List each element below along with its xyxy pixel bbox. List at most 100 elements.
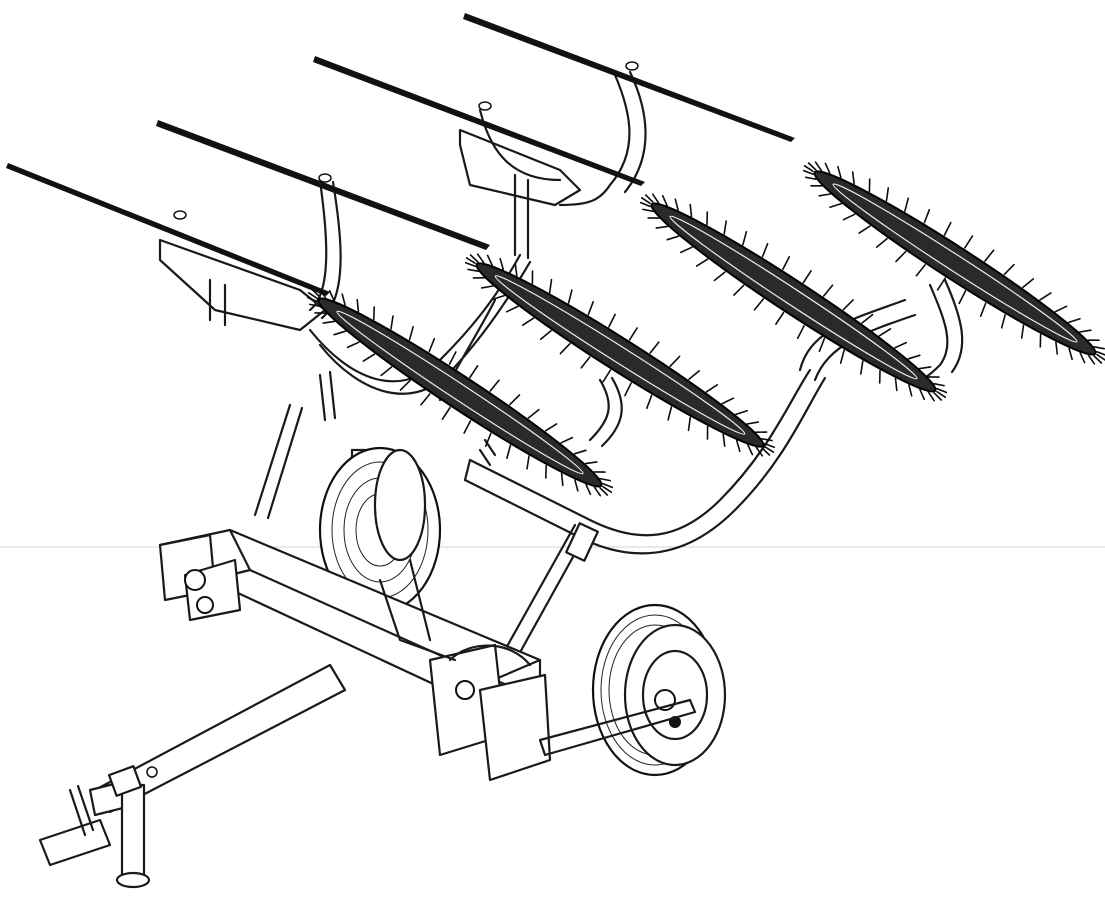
rake-tooth — [859, 360, 864, 375]
rake-tooth — [1022, 278, 1035, 289]
rake-tooth — [907, 354, 921, 360]
tow-tongue — [38, 663, 347, 889]
rake-tooth — [480, 285, 494, 289]
rake-tooth — [936, 390, 947, 399]
rake-tooth — [1055, 341, 1059, 355]
rake-tooth — [723, 220, 728, 235]
rake-tooth — [333, 330, 347, 336]
rake-tooth — [927, 391, 936, 402]
rake-tooth — [894, 377, 898, 392]
rake-tooth — [362, 353, 376, 362]
rake-tooth — [1093, 345, 1105, 350]
rake-tooth — [318, 288, 327, 299]
rake-tooth — [593, 486, 602, 497]
rake-tooth — [539, 329, 552, 341]
rake-wheels — [306, 161, 1105, 497]
rake-tooth — [420, 393, 431, 406]
rake-tooth — [746, 443, 754, 456]
rake-wheel-disc — [475, 262, 765, 448]
rake-tooth — [548, 278, 553, 294]
rake-tooth — [1003, 263, 1015, 276]
rake-tooth — [733, 284, 745, 296]
rake-tooth — [814, 161, 823, 172]
rake-tooth — [560, 436, 574, 444]
rake-tooth — [544, 423, 558, 432]
rake-tooth — [918, 366, 932, 370]
rake-tooth — [628, 327, 638, 341]
chassis-axle — [158, 528, 552, 782]
rake-wheel-2 — [464, 253, 776, 457]
rake-tooth — [649, 341, 660, 354]
rake-wheel-hub — [494, 275, 746, 435]
rake-tooth — [441, 406, 451, 421]
rake-tooth — [713, 271, 726, 282]
rake-tooth — [642, 208, 654, 213]
tine-bar-1 — [6, 163, 330, 296]
rake-tooth — [933, 392, 943, 401]
rake-tooth — [651, 193, 660, 204]
rake-tooth — [1096, 353, 1105, 361]
rake-tooth — [574, 479, 579, 492]
rake-tooth — [829, 202, 843, 208]
rake-tooth — [705, 383, 719, 393]
rake-tooth — [311, 289, 321, 298]
rake-tooth — [908, 384, 913, 397]
rake-tooth — [328, 289, 335, 302]
rake-tooth — [463, 419, 472, 434]
rake-tooth — [645, 394, 653, 410]
rake-tooth — [760, 437, 773, 442]
rake-tooth — [1087, 354, 1096, 365]
rake-tooth — [448, 351, 457, 366]
rake-tooth — [919, 388, 926, 401]
rake-tooth — [818, 337, 826, 353]
rake-tooth — [842, 299, 854, 311]
rake-tooth — [936, 387, 948, 394]
rake-tooth — [858, 225, 871, 234]
rake-tooth — [428, 337, 436, 353]
tine-bar-2 — [156, 120, 490, 250]
rake-tooth — [796, 324, 805, 340]
rake-tooth — [390, 315, 394, 330]
rake-tooth — [341, 293, 346, 306]
rake-tooth — [721, 397, 735, 405]
rake-tooth — [782, 255, 791, 271]
rake-tooth — [837, 165, 842, 179]
rake-tooth — [464, 261, 477, 268]
rake-tooth — [746, 421, 760, 425]
rake-tooth — [666, 235, 680, 241]
rake-tooth — [624, 382, 632, 397]
rake-tooth — [936, 277, 947, 291]
rake-tooth — [508, 394, 521, 406]
rake-tooth — [527, 408, 540, 419]
rake-wheel-hub — [336, 310, 584, 475]
rake-tooth — [560, 472, 564, 487]
rake-tooth — [688, 369, 701, 381]
rake-tooth — [824, 162, 831, 175]
rake-tooth — [818, 193, 832, 197]
rake-tooth — [1067, 317, 1081, 324]
rake-tooth — [476, 253, 485, 264]
rake-tooth — [484, 432, 492, 448]
rake-tooth — [380, 366, 393, 377]
rake-tooth — [878, 328, 892, 337]
rake-wheel-disc — [650, 202, 937, 393]
rake-tooth — [895, 250, 907, 263]
rake-tooth — [761, 242, 769, 258]
rake-tooth — [465, 257, 476, 265]
rake-tooth — [585, 483, 592, 496]
rake-tooth — [839, 349, 845, 365]
rake-tooth — [875, 237, 888, 248]
rake-tooth — [807, 162, 817, 171]
rake-tooth — [761, 447, 771, 456]
rake-tooth — [644, 194, 654, 203]
rake-tooth — [567, 289, 573, 304]
upper-tine-bars — [6, 13, 795, 296]
rake-tooth — [346, 341, 360, 349]
rake-tooth — [689, 203, 693, 218]
rake-tooth — [639, 201, 651, 208]
rake-tooth — [514, 263, 518, 277]
rake-tooth — [1078, 329, 1092, 333]
rake-tooth — [763, 442, 776, 449]
rake-tooth — [915, 264, 926, 277]
